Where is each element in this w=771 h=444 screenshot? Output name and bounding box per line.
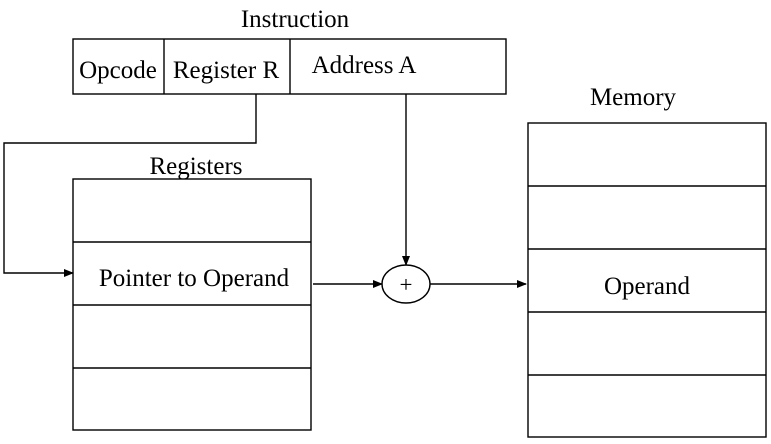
adder-symbol: + bbox=[400, 272, 413, 297]
connectors bbox=[3, 94, 527, 288]
instruction-group: Instruction Opcode Register R Address A bbox=[72, 6, 507, 95]
adder-group: + bbox=[381, 264, 431, 304]
registers-title: Registers bbox=[149, 153, 242, 180]
registers-group: Registers Pointer to Operand bbox=[72, 153, 312, 431]
memory-title: Memory bbox=[590, 84, 677, 111]
pointer-register-label: Pointer to Operand bbox=[99, 265, 290, 292]
register-r-to-registers-arrow bbox=[3, 94, 257, 277]
operand-cell-label: Operand bbox=[604, 273, 691, 300]
memory-block bbox=[527, 122, 767, 438]
address-field-label: Address A bbox=[312, 52, 417, 79]
register-field-label: Register R bbox=[173, 57, 280, 84]
instruction-title: Instruction bbox=[241, 6, 350, 33]
opcode-field-label: Opcode bbox=[79, 57, 157, 84]
memory-group: Memory Operand bbox=[527, 84, 767, 438]
